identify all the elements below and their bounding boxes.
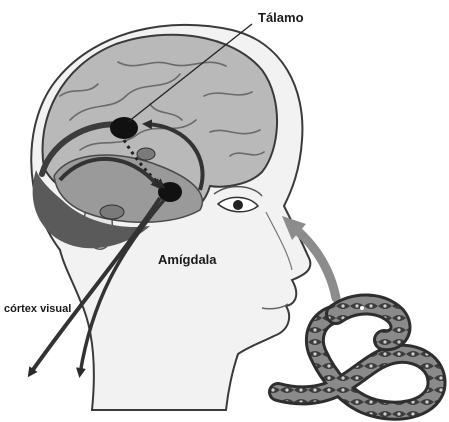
thalamus-label: Tálamo — [258, 10, 304, 25]
thalamus-nucleus — [110, 117, 138, 139]
snake — [278, 304, 437, 410]
visual-cortex-label: córtex visual — [4, 303, 71, 315]
amygdala-label: Amígdala — [158, 252, 217, 267]
